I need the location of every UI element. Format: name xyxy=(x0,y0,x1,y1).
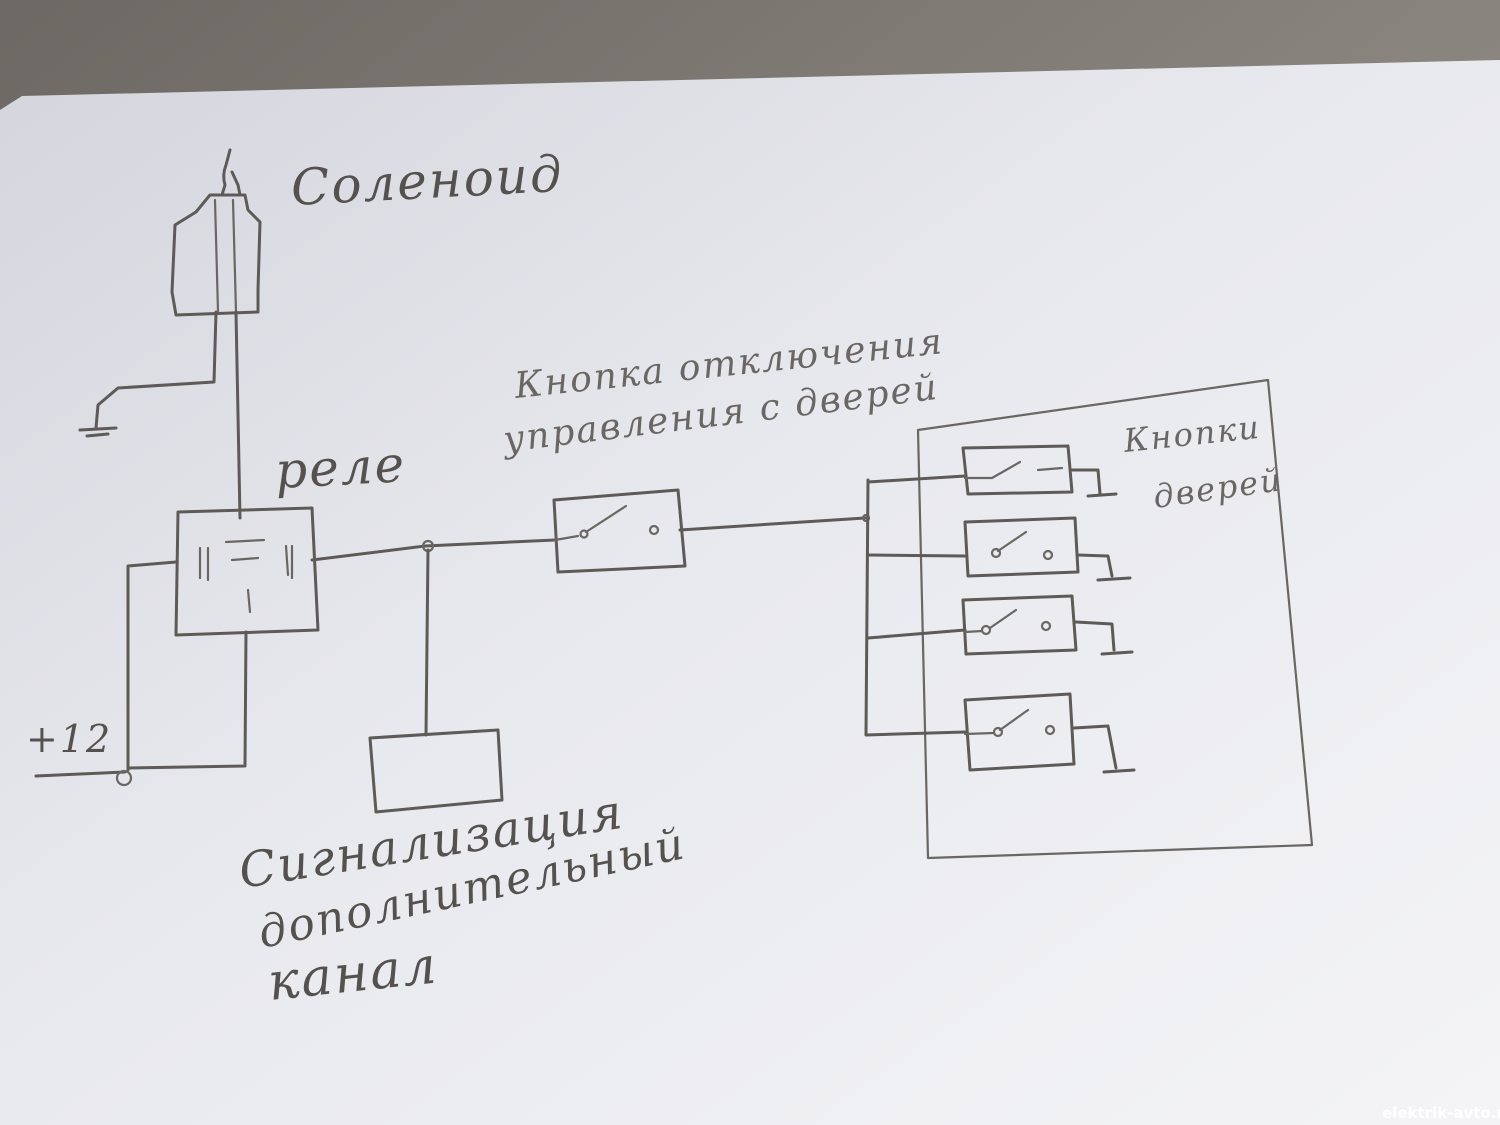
door-buttons-frame xyxy=(916,378,1314,860)
ground-symbol-solenoid xyxy=(78,426,118,438)
relay-power-wire xyxy=(126,560,178,772)
door-feed-1 xyxy=(866,474,967,484)
door-switch-2 xyxy=(963,516,1132,582)
relay-label: реле xyxy=(274,435,408,500)
door-switch-1 xyxy=(961,444,1118,498)
power-input-wire xyxy=(34,770,127,778)
door-switch-3 xyxy=(961,594,1134,656)
door-bus-wire xyxy=(864,478,967,737)
relay xyxy=(174,506,320,637)
watermark-text: elektrik-avto.ru xyxy=(1382,1104,1500,1122)
door-switch-4 xyxy=(963,692,1136,774)
disable-button-output-wire xyxy=(678,516,867,532)
relay-output-wire xyxy=(310,538,557,562)
alarm-box xyxy=(368,728,504,814)
solenoid-ground-wire xyxy=(94,310,218,430)
solenoid-label: Соленоид xyxy=(290,145,565,217)
solenoid xyxy=(170,148,262,317)
door-feed-2 xyxy=(866,553,967,558)
door-feed-3 xyxy=(866,628,967,640)
paper-sheet xyxy=(0,60,1500,1125)
relay-power-wire-2 xyxy=(126,630,248,770)
power-label: +12 xyxy=(26,717,112,761)
power-junction-node xyxy=(115,769,133,787)
alarm-wire xyxy=(424,548,430,737)
solenoid-relay-wire xyxy=(234,310,242,520)
disable-button-switch xyxy=(552,488,687,574)
